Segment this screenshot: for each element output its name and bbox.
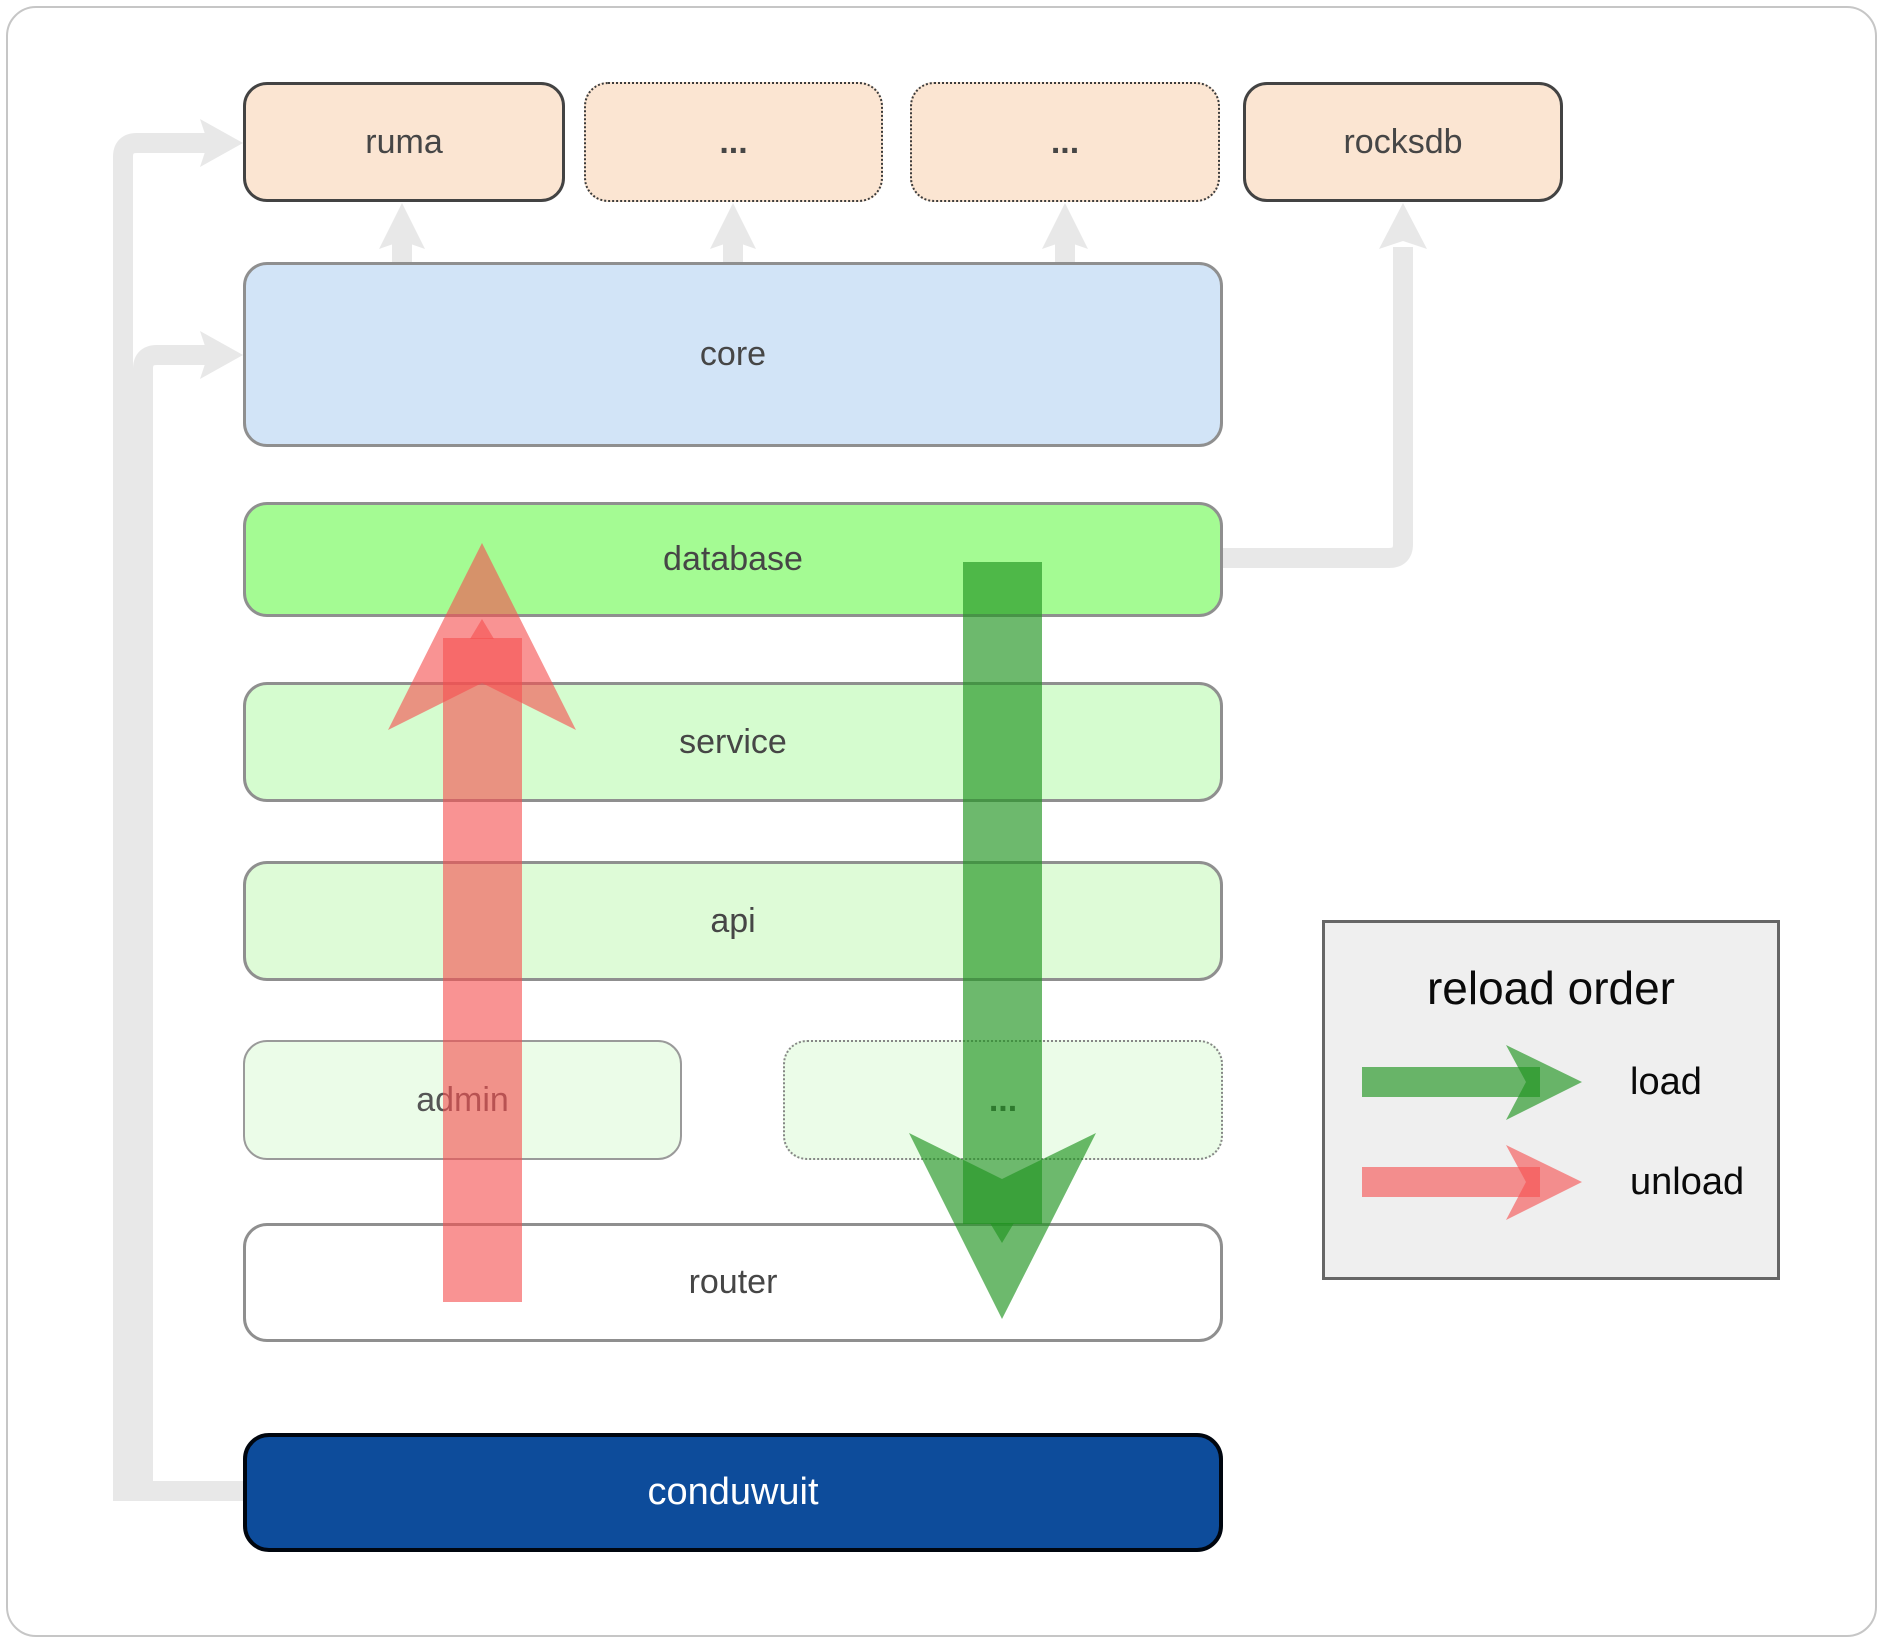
connector-database-to-rocksdb <box>1223 247 1413 568</box>
node-module-placeholder: ... <box>783 1040 1223 1160</box>
node-ruma-label: ruma <box>365 122 443 161</box>
node-core: core <box>243 262 1223 447</box>
arrowhead-into-rocksdb-icon <box>1379 203 1427 249</box>
legend-reload-order: reload order load unload <box>1322 920 1780 1280</box>
node-external-placeholder-1: ... <box>584 82 883 202</box>
node-service-label: service <box>679 722 787 761</box>
node-service: service <box>243 682 1223 802</box>
core-up-arrow-shaft <box>1055 240 1075 262</box>
arrowhead-into-core-icon <box>200 331 243 379</box>
node-external-placeholder-2-label: ... <box>1050 122 1080 161</box>
outer-border <box>6 6 1877 1637</box>
node-external-placeholder-1-label: ... <box>719 122 748 161</box>
node-router-label: router <box>688 1263 778 1301</box>
node-api-label: api <box>710 901 756 940</box>
node-conduwuit-label: conduwuit <box>647 1471 819 1513</box>
core-up-arrowhead-icon <box>379 203 425 249</box>
connector-conduwuit-to-ruma <box>113 133 212 1491</box>
core-up-arrowhead-icon <box>1042 203 1088 249</box>
arrowhead-into-ruma-icon <box>200 119 243 167</box>
node-database: database <box>243 502 1223 617</box>
connector-conduwuit-to-core <box>133 345 212 1491</box>
node-conduwuit: conduwuit <box>243 1433 1223 1552</box>
node-core-label: core <box>699 335 767 373</box>
legend-load-label: load <box>1630 1061 1702 1103</box>
node-database-label: database <box>663 540 803 578</box>
legend-unload-label: unload <box>1630 1161 1745 1203</box>
node-api: api <box>243 861 1223 981</box>
node-module-placeholder-label: ... <box>988 1080 1018 1119</box>
core-up-arrow-shaft <box>723 240 743 262</box>
node-ruma: ruma <box>243 82 565 202</box>
node-admin: admin <box>243 1040 682 1160</box>
node-router: router <box>243 1223 1223 1342</box>
node-rocksdb: rocksdb <box>1243 82 1563 202</box>
core-up-arrow-shaft <box>392 240 412 262</box>
legend-title: reload order <box>1426 962 1676 1014</box>
node-external-placeholder-2: ... <box>910 82 1220 202</box>
core-up-arrowhead-icon <box>710 203 756 249</box>
node-admin-label: admin <box>416 1080 509 1119</box>
node-rocksdb-label: rocksdb <box>1343 122 1463 161</box>
